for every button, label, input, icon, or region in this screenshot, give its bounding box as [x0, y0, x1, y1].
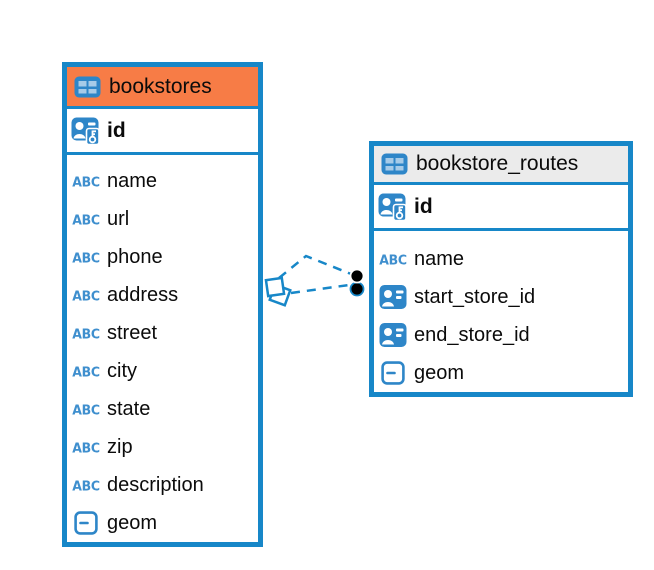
- column-name: url: [107, 207, 130, 230]
- table-icon: [379, 153, 409, 175]
- text-type-icon: ABC: [72, 438, 100, 456]
- relationship-line-2[interactable]: [290, 283, 350, 295]
- text-type-icon: ABC: [72, 400, 100, 418]
- entity-bookstore-routes-header[interactable]: bookstore_routes: [374, 146, 628, 185]
- column-row-state[interactable]: ABC state: [67, 390, 258, 428]
- column-name: geom: [107, 511, 158, 534]
- column-name: start_store_id: [414, 285, 536, 308]
- column-row-geom[interactable]: geom: [67, 504, 258, 542]
- column-row-address[interactable]: ABC address: [67, 276, 258, 314]
- text-type-icon: ABC: [379, 250, 407, 268]
- text-type-icon: ABC: [72, 248, 100, 266]
- column-name: end_store_id: [414, 323, 530, 346]
- column-name: id: [414, 194, 433, 218]
- entity-bookstores[interactable]: bookstores id ABC: [62, 62, 263, 547]
- foreign-key-icon: [378, 322, 408, 348]
- column-row-id[interactable]: id: [67, 109, 258, 155]
- column-name: id: [107, 118, 126, 142]
- entity-title: bookstore_routes: [416, 152, 579, 175]
- column-name: phone: [107, 245, 163, 268]
- column-row-street[interactable]: ABC street: [67, 314, 258, 352]
- text-type-icon: ABC: [72, 172, 100, 190]
- column-name: zip: [107, 435, 133, 458]
- column-row-description[interactable]: ABC description: [67, 466, 258, 504]
- entity-bookstores-columns: ABC name ABC url ABC phone ABC address A…: [67, 155, 258, 542]
- table-icon: [72, 76, 102, 98]
- column-row-url[interactable]: ABC url: [67, 200, 258, 238]
- column-row-name[interactable]: ABC name: [67, 162, 258, 200]
- column-row-name[interactable]: ABC name: [374, 240, 628, 278]
- column-row-phone[interactable]: ABC phone: [67, 238, 258, 276]
- column-name: street: [107, 321, 158, 344]
- relationship-line-1[interactable]: [278, 254, 352, 279]
- column-name: city: [107, 359, 137, 382]
- entity-bookstores-header[interactable]: bookstores: [67, 67, 258, 109]
- primary-key-icon: [378, 191, 408, 223]
- column-row-city[interactable]: ABC city: [67, 352, 258, 390]
- entity-title: bookstores: [109, 74, 212, 98]
- column-name: geom: [414, 361, 465, 384]
- geometry-type-icon: [71, 511, 101, 535]
- column-row-start-store-id[interactable]: start_store_id: [374, 278, 628, 316]
- text-type-icon: ABC: [72, 476, 100, 494]
- column-row-end-store-id[interactable]: end_store_id: [374, 316, 628, 354]
- relationship-target-dots[interactable]: [349, 268, 365, 297]
- text-type-icon: ABC: [72, 362, 100, 380]
- text-type-icon: ABC: [72, 286, 100, 304]
- column-row-geom[interactable]: geom: [374, 354, 628, 392]
- text-type-icon: ABC: [72, 210, 100, 228]
- entity-bookstore-routes-columns: ABC name start_store_id: [374, 231, 628, 392]
- column-name: name: [107, 169, 158, 192]
- foreign-key-icon: [378, 284, 408, 310]
- column-name: state: [107, 397, 151, 420]
- geometry-type-icon: [378, 361, 408, 385]
- relationship-source-marker[interactable]: [264, 276, 292, 307]
- column-row-zip[interactable]: ABC zip: [67, 428, 258, 466]
- entity-bookstore-routes[interactable]: bookstore_routes id ABC: [369, 141, 633, 397]
- primary-key-icon: [71, 115, 101, 147]
- column-name: address: [107, 283, 179, 306]
- column-name: name: [414, 247, 465, 270]
- column-row-id[interactable]: id: [374, 185, 628, 231]
- column-name: description: [107, 473, 204, 496]
- text-type-icon: ABC: [72, 324, 100, 342]
